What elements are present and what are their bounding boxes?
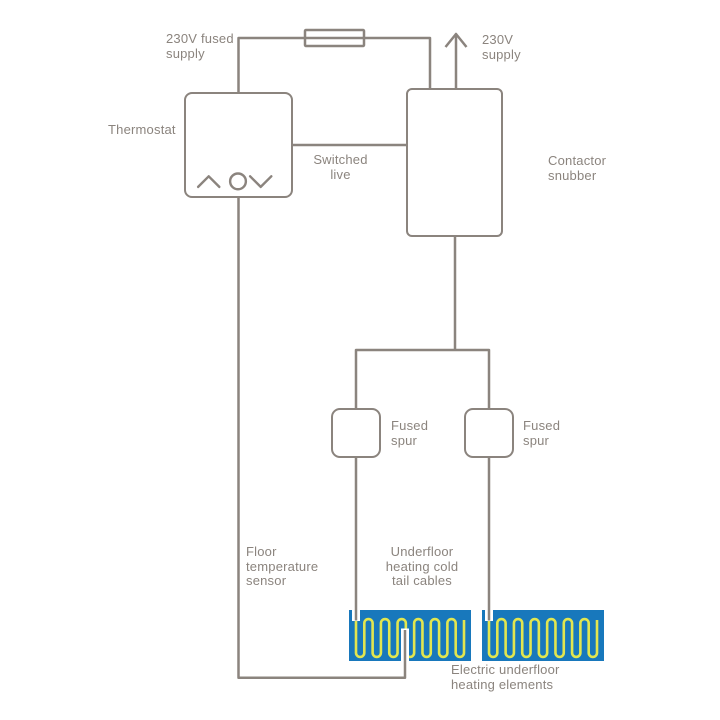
cold-tail-cables-label: Underfloor heating cold tail cables [385, 544, 459, 588]
heating-elements-label: Electric underfloor heating elements [451, 662, 560, 692]
fused-spur-left-box [331, 408, 381, 458]
heating-cable-right [487, 617, 599, 659]
heating-element-left [349, 610, 471, 661]
thermostat-label: Thermostat [108, 122, 176, 137]
fused-supply-label: 230V fused supply [166, 31, 234, 61]
fuse-icon [303, 28, 366, 48]
fused-supply-wire [237, 36, 432, 93]
switched-live-label: Switched live [313, 152, 368, 182]
thermostat-box [184, 92, 293, 198]
contactor-snubber-label: Contactor snubber [548, 153, 607, 183]
fused-spur-left-label: Fused spur [391, 418, 429, 448]
split-wire [354, 348, 491, 409]
supply-label: 230V supply [482, 32, 521, 62]
thermostat-controls [196, 172, 273, 191]
dial-icon [228, 172, 248, 191]
heating-cable-left-svg [354, 617, 466, 659]
fused-spur-right-box [464, 408, 514, 458]
contactor-snubber-box [406, 88, 503, 237]
chevron-down-icon [248, 175, 273, 189]
heating-cable-right-svg [487, 617, 599, 659]
floor-sensor-label: Floor temperature sensor [246, 544, 319, 588]
heating-cable-left [354, 617, 466, 659]
heating-element-right [482, 610, 604, 661]
arrow-up-icon [444, 32, 468, 48]
chevron-up-icon [196, 175, 221, 189]
fused-spur-right-label: Fused spur [523, 418, 561, 448]
